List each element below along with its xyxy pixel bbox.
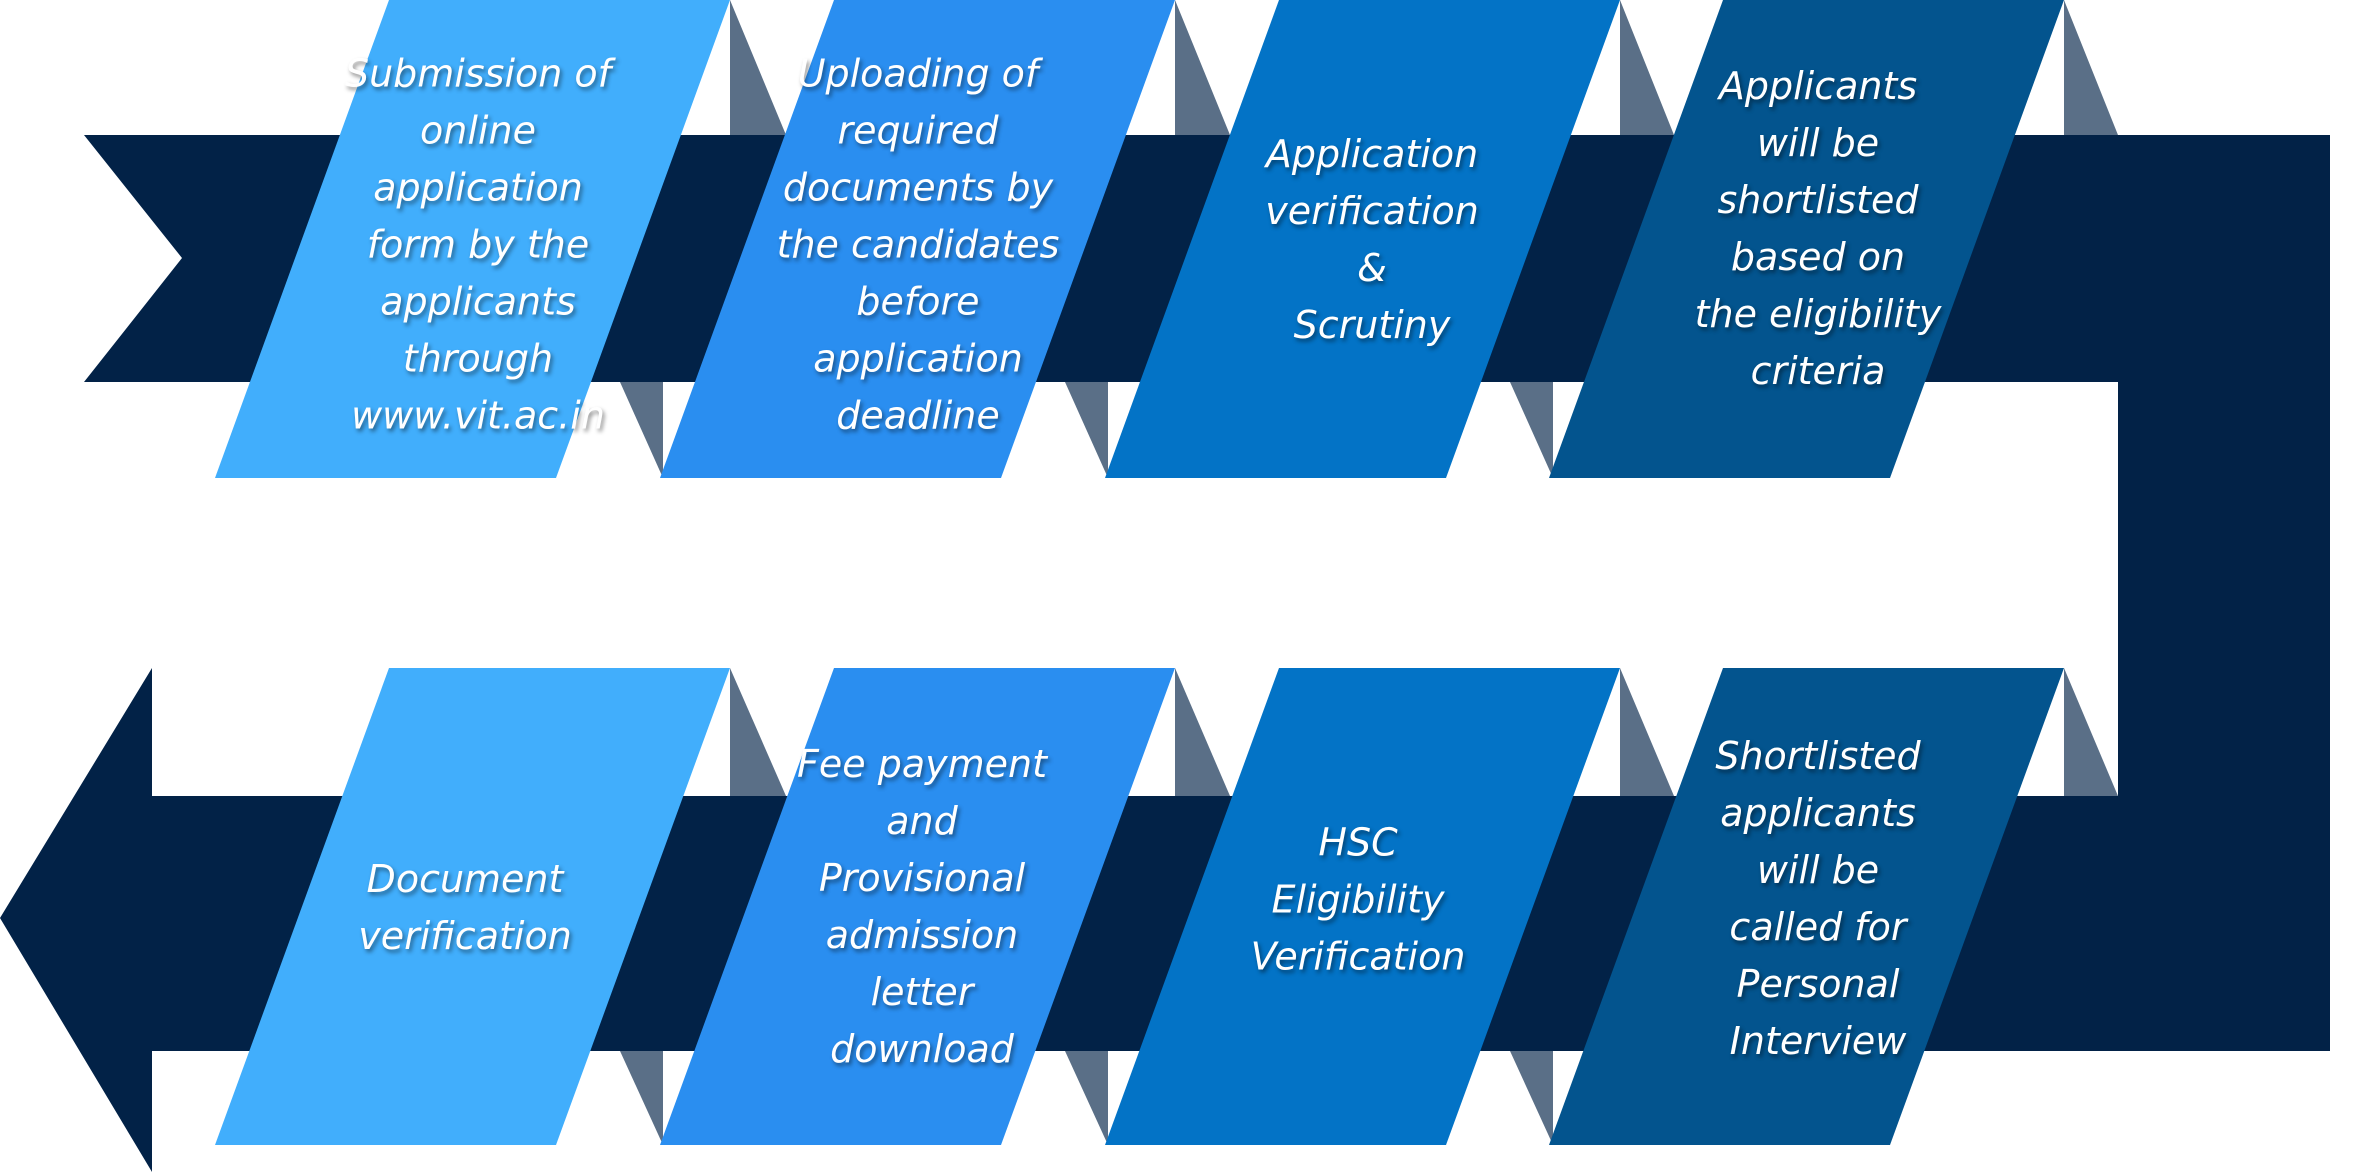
step-text-document-verification: Document verification [358, 857, 572, 958]
step-text-uploading: Uploading of required documents by the c… [776, 51, 1060, 438]
step-box-5 [215, 668, 730, 1145]
step-text-shortlisting: Applicants will be shortlisted based on … [1694, 64, 1942, 393]
step-box-7 [1105, 668, 1620, 1145]
step-text-hsc-eligibility: HSC Eligibility Verification [1250, 820, 1466, 979]
step-box-6 [660, 668, 1175, 1145]
step-box-1 [215, 0, 730, 478]
fold-shadows-bottom [620, 668, 2118, 1145]
step-box-8 [1549, 668, 2064, 1145]
step-box-2 [660, 0, 1175, 478]
connector-band [2118, 135, 2330, 1051]
step-box-3 [1105, 0, 1620, 478]
step-text-application-verification: Application verification & Scrutiny [1265, 132, 1479, 347]
step-text-submission: Submission of online application form by… [344, 51, 612, 438]
fold-shadows-top [620, 0, 2118, 478]
step-box-4 [1549, 0, 2064, 478]
step-text-personal-interview: Shortlisted applicants will be called fo… [1715, 734, 1921, 1063]
step-text-fee-payment: Fee payment and Provisional admission le… [797, 742, 1047, 1071]
